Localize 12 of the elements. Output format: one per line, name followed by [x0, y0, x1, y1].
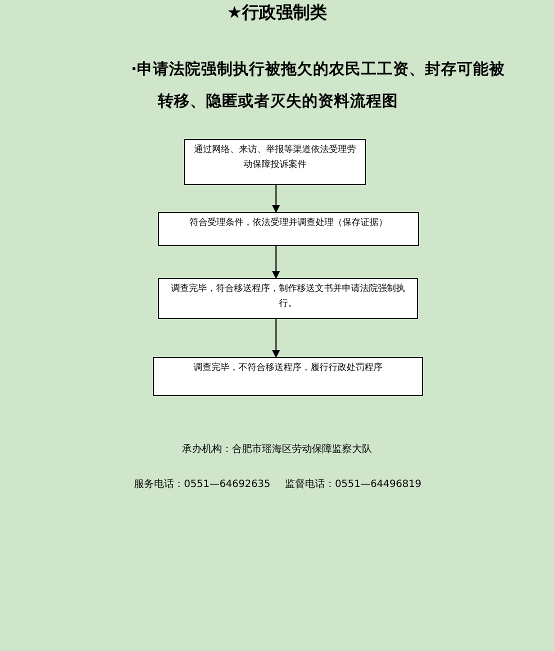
arrow: [272, 185, 280, 213]
note-text: 监督电话：0551—64496819: [285, 478, 422, 492]
subtitle: ·申请法院强制执行被拖欠的农民工工资、封存可能被转移、隐匿或者灭失的资料流程图: [131, 59, 506, 112]
arrow: [272, 319, 280, 358]
process-box: 调查完毕，符合移送程序，制作移送文书并申请法院强制执行。: [158, 278, 418, 319]
process-box: 通过网络、来访、举报等渠道依法受理劳动保障投诉案件: [184, 139, 366, 185]
process-box: 调查完毕，不符合移送程序，履行行政处罚程序: [153, 357, 423, 396]
note-text: 服务电话：0551—64692635: [134, 478, 270, 492]
process-box: 符合受理条件，依法受理并调查处理（保存证据）: [158, 212, 419, 246]
note-text: 承办机构：合肥市瑶海区劳动保障监察大队: [181, 443, 373, 457]
title: ★行政强制类: [226, 2, 328, 24]
arrow: [272, 246, 280, 279]
